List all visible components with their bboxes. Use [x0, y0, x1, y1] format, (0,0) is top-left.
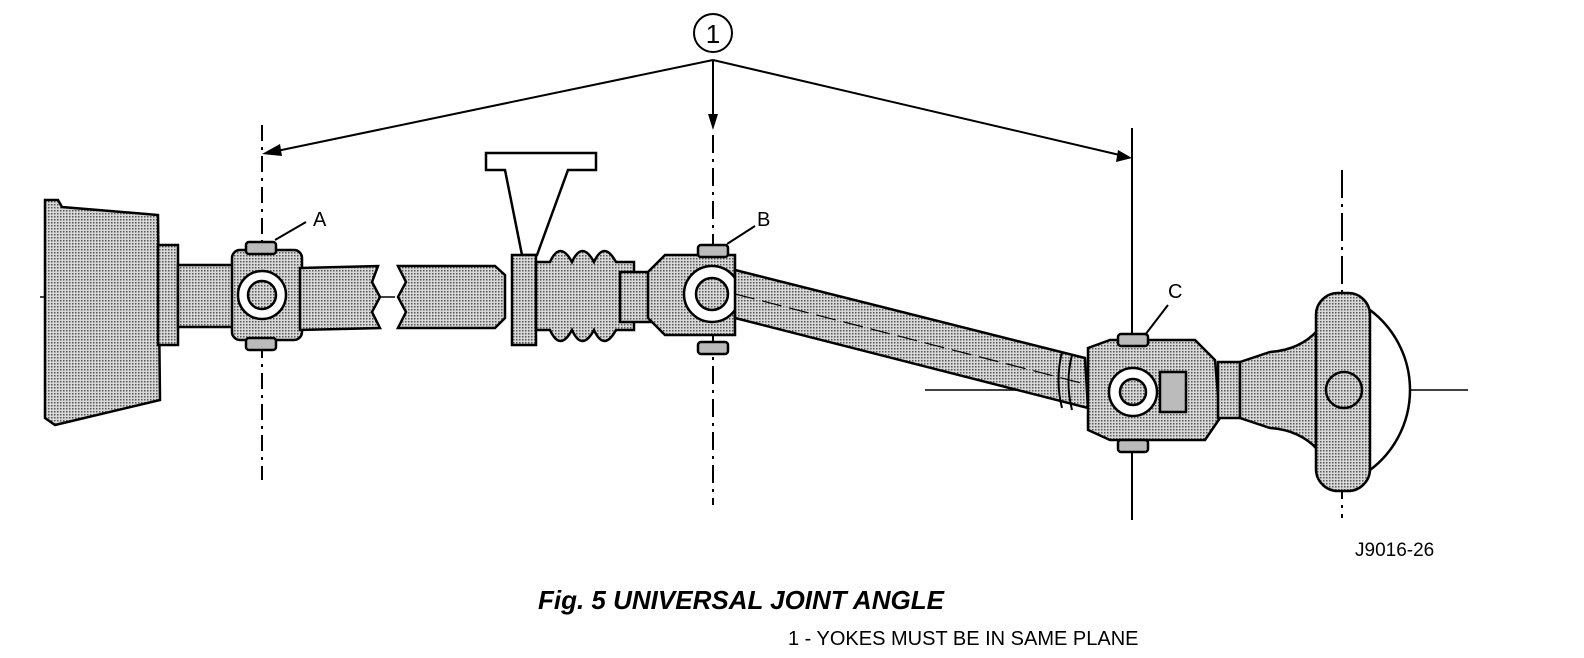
slip-joint-boot — [534, 249, 652, 343]
drawing-id: J9016-26 — [1355, 540, 1434, 561]
legend-item: 1 - YOKES MUST BE IN SAME PLANE — [788, 628, 1139, 650]
joint-label-b: B — [757, 209, 770, 231]
rear-axle-differential — [1216, 291, 1412, 493]
callout-leaders — [262, 59, 1132, 162]
driveshaft-diagram: 1 A — [40, 13, 1468, 561]
callout-number: 1 — [706, 19, 720, 49]
universal-joint-c — [1086, 304, 1222, 454]
joint-label-c: C — [1168, 281, 1182, 303]
joint-label-a: A — [313, 209, 327, 231]
front-shaft — [298, 264, 507, 332]
transmission-housing — [43, 198, 180, 427]
center-bearing-bracket — [484, 151, 598, 347]
universal-joint-a — [176, 221, 307, 352]
callout-1: 1 — [693, 13, 733, 53]
figure-caption: Fig. 5 UNIVERSAL JOINT ANGLE — [538, 585, 944, 615]
rear-driveshaft — [733, 268, 1090, 411]
universal-joint-b — [646, 225, 756, 356]
